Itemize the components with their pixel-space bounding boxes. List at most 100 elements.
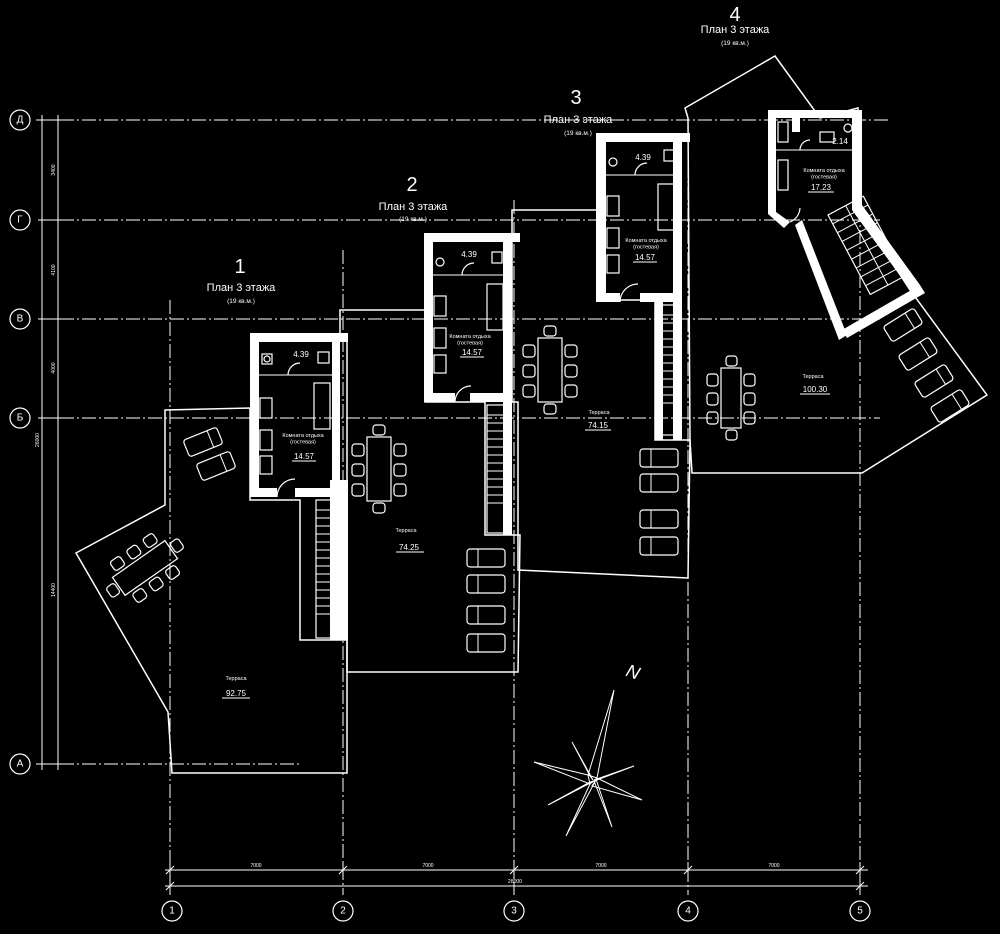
kitchen-unit-icon	[259, 397, 273, 419]
lounger	[639, 448, 679, 468]
walls-unit-3	[596, 133, 690, 440]
interiors	[259, 121, 907, 639]
sink-icon	[261, 353, 273, 365]
lounger	[466, 633, 506, 653]
axis-label-1: 1	[169, 906, 175, 917]
unit-3-labels: 3 План 3 этажа (19 кв.м.) 4.39 Комната о…	[544, 87, 668, 431]
lounger	[466, 548, 506, 568]
unit-2-terrace-label: Терраса	[395, 528, 417, 534]
unit-4-terrace-label: Терраса	[802, 374, 824, 380]
unit-2-bath-area: 4.39	[461, 250, 477, 259]
dining-table-2	[522, 325, 578, 415]
unit-2-terrace-area: 74.25	[399, 543, 420, 552]
dim-text-1-2: 7000	[250, 863, 261, 869]
walls-unit-1	[250, 333, 348, 497]
stairs-treads-1	[316, 509, 334, 615]
lounger	[183, 427, 223, 457]
lounger	[639, 536, 679, 556]
axis-bubble-2	[332, 900, 354, 922]
unit-2-labels: 2 План 3 этажа (19 кв.м.) 4.39 Комната о…	[379, 174, 492, 553]
axis-label-б: Б	[17, 413, 24, 424]
stairs-treads-2	[487, 414, 505, 504]
north-label: N	[623, 660, 643, 684]
axis-label-а: А	[17, 759, 24, 770]
dining-sets	[106, 325, 756, 603]
unit-3-room-label: Комната отдыха(гостевая)	[625, 238, 667, 250]
lounger	[914, 364, 954, 398]
unit-1-terrace-area: 92.75	[226, 689, 247, 698]
dining-table-1b	[106, 533, 184, 603]
terrace-outlines	[74, 55, 989, 774]
axis-label-2: 2	[340, 906, 346, 917]
sun-loungers	[183, 308, 970, 653]
north-arrow-icon: N	[533, 660, 643, 837]
axis-bubble-1	[161, 900, 183, 922]
axis-bubble-5	[849, 900, 871, 922]
lounger	[639, 509, 679, 529]
dimension-lines	[36, 115, 868, 894]
unit-4-sub: (19 кв.м.)	[721, 40, 749, 47]
lounger	[466, 605, 506, 625]
unit-3-terrace-area: 74.15	[588, 421, 609, 430]
axis-label-г: Г	[17, 215, 23, 226]
dining-table-1	[351, 424, 407, 514]
lounger	[466, 574, 506, 594]
unit-4-room-area: 17.23	[811, 183, 832, 192]
unit-1-number: 1	[234, 256, 245, 278]
stairs-unit-4	[827, 195, 907, 296]
axis-bubble-а	[9, 753, 31, 775]
unit-2-room-area: 14.57	[462, 348, 483, 357]
unit-1-bath-area: 4.39	[293, 350, 309, 359]
dimension-texts: 7000 7000 7000 7000 28000 3400 4100 4000…	[35, 164, 780, 885]
unit-3-sub: (19 кв.м.)	[564, 130, 592, 137]
axis-bubble-в	[9, 308, 31, 330]
dim-text-3-4: 7000	[595, 863, 606, 869]
grid-lines	[38, 119, 890, 895]
unit-2-sub: (19 кв.м.)	[399, 216, 427, 223]
walls-unit-4	[768, 110, 862, 228]
unit-4-bath-area: 2.14	[832, 137, 848, 146]
sofa-icon	[313, 382, 331, 430]
unit-4-terrace-area: 100.30	[803, 385, 828, 394]
unit-1-room-area: 14.57	[294, 452, 315, 461]
unit-2-room-label: Комната отдыха(гостевая)	[449, 334, 491, 346]
axis-bubble-б	[9, 407, 31, 429]
unit-3-room-area: 14.57	[635, 253, 656, 262]
terrace-1-outline	[74, 407, 348, 774]
unit-3-terrace-label: Терраса	[588, 410, 610, 416]
unit-4-labels: 4 План 3 этажа (19 кв.м.) 2.14 Комната о…	[701, 4, 848, 395]
unit-4-number: 4	[729, 4, 740, 26]
unit-1-labels: 1 План 3 этажа (19 кв.м.) 4.39 Комната о…	[207, 256, 325, 699]
dim-text-4-5: 7000	[768, 863, 779, 869]
dim-text-total-h: 28000	[508, 879, 522, 885]
lounger	[930, 389, 970, 423]
unit-2-title: План 3 этажа	[379, 201, 449, 213]
unit-1-room-label: Комната отдыха(гостевая)	[282, 433, 324, 445]
axis-bubble-3	[503, 900, 525, 922]
lounger	[196, 451, 236, 481]
unit-1-title: План 3 этажа	[207, 282, 277, 294]
axis-bubble-4	[677, 900, 699, 922]
dim-text-total-v: 26000	[35, 433, 41, 447]
axis-label-д: Д	[17, 115, 24, 126]
dim-text-г-в: 4100	[51, 264, 57, 275]
axis-bubbles: Д Г В Б А 1 2 3 4 5	[9, 109, 871, 922]
unit-1-terrace-label: Терраса	[225, 676, 247, 682]
stairs-treads-3	[660, 314, 678, 404]
unit-1-sub: (19 кв.м.)	[227, 298, 255, 305]
dim-text-б-а: 14400	[51, 583, 57, 597]
dim-text-д-г: 3400	[51, 164, 57, 175]
unit-2-number: 2	[406, 174, 417, 196]
axis-label-в: В	[17, 314, 24, 325]
toilet-icon	[317, 351, 330, 364]
lounger	[883, 308, 923, 342]
unit-4-room-label: Комната отдыха(гостевая)	[803, 168, 845, 180]
axis-label-4: 4	[685, 906, 691, 917]
axis-bubble-г	[9, 209, 31, 231]
stair-icon	[315, 499, 335, 639]
walls-unit-2	[424, 233, 520, 535]
unit-3-title: План 3 этажа	[544, 114, 614, 126]
lounger	[639, 473, 679, 493]
